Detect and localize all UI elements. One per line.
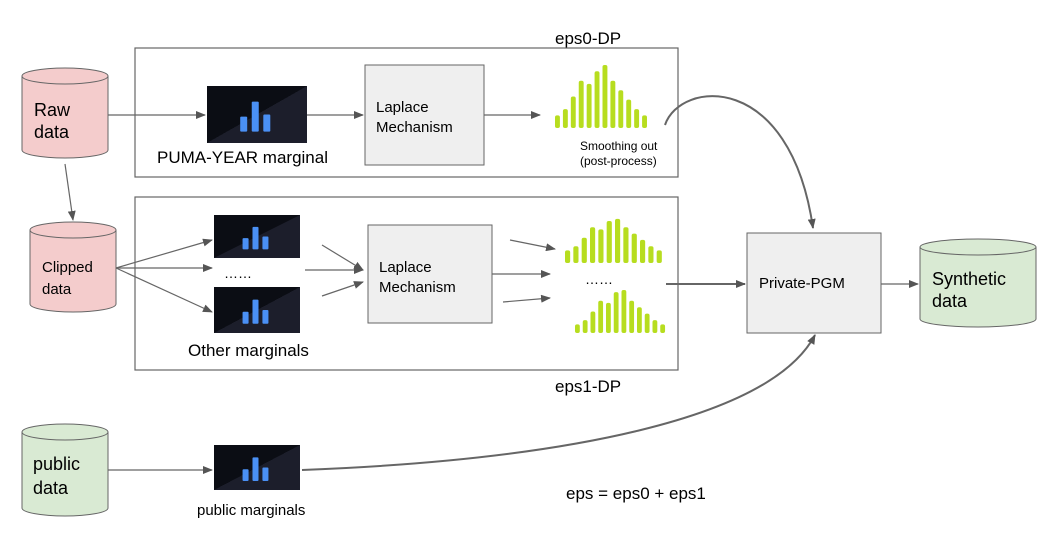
histogram-bar [582,320,588,333]
histogram-bar [575,324,580,333]
laplace-mechanism-eps0: Laplace Mechanism [364,64,485,166]
histogram-bar [578,80,584,128]
histogram-bar [648,246,654,263]
histogram-bar [626,99,632,128]
other-marginals-label: Other marginals [188,341,309,360]
marginal-histogram-icon [207,86,307,490]
marginal-bar [262,310,269,324]
raw-data-store: Raw data [21,67,109,159]
svg-text:Raw: Raw [34,100,71,120]
marginal-histogram-icon [214,287,300,333]
histogram-bar [642,115,647,128]
svg-text:Synthetic: Synthetic [932,269,1006,289]
laplace-mechanism-eps1: Laplace Mechanism [367,224,493,324]
histogram-bar [590,311,596,333]
histogram-bar [660,324,666,333]
histogram-bar [629,300,635,333]
arrow [115,267,213,313]
histogram-bar [555,115,560,128]
histogram-bar [570,96,576,128]
svg-text:Laplace: Laplace [379,259,432,276]
histogram-bar [618,90,624,128]
svg-text:data: data [34,122,70,142]
noisy-histogram-icon [555,65,666,333]
arrow [301,334,816,471]
puma-year-marginal-label: PUMA-YEAR marginal [157,148,328,167]
arrow [64,163,76,221]
noisy-ellipsis: …… [585,271,613,287]
histogram-bar [562,109,568,128]
marginal-bar [242,311,249,324]
marginals-ellipsis: …… [224,265,252,281]
histogram-bar [590,227,596,263]
svg-text:Private-PGM: Private-PGM [759,275,845,292]
marginal-bar [242,469,249,481]
histogram-bar [644,313,650,333]
histogram-bar [615,218,621,263]
arrow [664,95,816,229]
histogram-bar [631,233,637,263]
eps0-dp-label: eps0-DP [555,29,621,48]
clipped-data-store: Clipped data [29,221,117,313]
histogram-bar [581,237,587,263]
histogram-bar [586,83,592,128]
histogram-bar [606,302,611,333]
marginal-bar [252,457,259,481]
svg-text:data: data [33,478,69,498]
marginal-bar [240,116,248,132]
histogram-bar [610,80,616,128]
svg-text:public: public [33,454,80,474]
marginal-bar [262,467,269,481]
marginal-bar [252,299,259,324]
smoothing-label-1: Smoothing out [580,139,658,153]
marginal-histogram-icon [214,215,300,258]
eps1-dp-label: eps1-DP [555,377,621,396]
marginal-bar [262,236,269,250]
histogram-bar [637,307,642,333]
eps-equation: eps = eps0 + eps1 [566,484,706,503]
arrow [509,239,556,252]
noisy-histogram-icon [555,65,647,128]
histogram-bar [606,221,612,263]
svg-text:Clipped: Clipped [42,259,93,276]
marginal-bar [251,101,259,132]
histogram-bar [565,250,571,263]
svg-text:Mechanism: Mechanism [379,279,456,296]
histogram-bar [573,246,579,263]
public-data-store: public data [21,423,109,517]
noisy-histogram-icon [565,218,662,263]
arrow [502,294,551,303]
svg-text:Mechanism: Mechanism [376,119,453,136]
noisy-histogram-icon [575,290,666,333]
histogram-bar [623,227,629,263]
marginal-bar [263,114,271,132]
histogram-bar [613,292,619,333]
marginal-histogram-icon [207,86,307,143]
eps0-dp-box [134,47,679,178]
histogram-bar [621,290,627,333]
histogram-bar [602,65,608,128]
arrow [321,244,364,271]
arrow [115,238,213,269]
public-marginals-label: public marginals [197,502,305,519]
synthetic-data-store: Synthetic data [919,238,1037,328]
flow-arrows [64,95,919,474]
svg-text:data: data [42,281,72,298]
histogram-bar [634,109,640,128]
histogram-bar [598,229,604,263]
private-pgm-box: Private-PGM [746,232,882,334]
arrow [321,281,364,297]
svg-text:data: data [932,291,968,311]
histogram-bar [652,320,658,333]
marginal-histogram-icon [214,445,300,490]
histogram-bar [594,71,600,128]
marginal-bar [242,238,249,250]
smoothing-label-2: (post-process) [580,154,657,168]
svg-text:Laplace: Laplace [376,99,429,116]
histogram-bar [640,239,646,263]
histogram-bar [598,300,604,333]
marginal-bar [252,226,259,250]
histogram-bar [656,250,662,263]
